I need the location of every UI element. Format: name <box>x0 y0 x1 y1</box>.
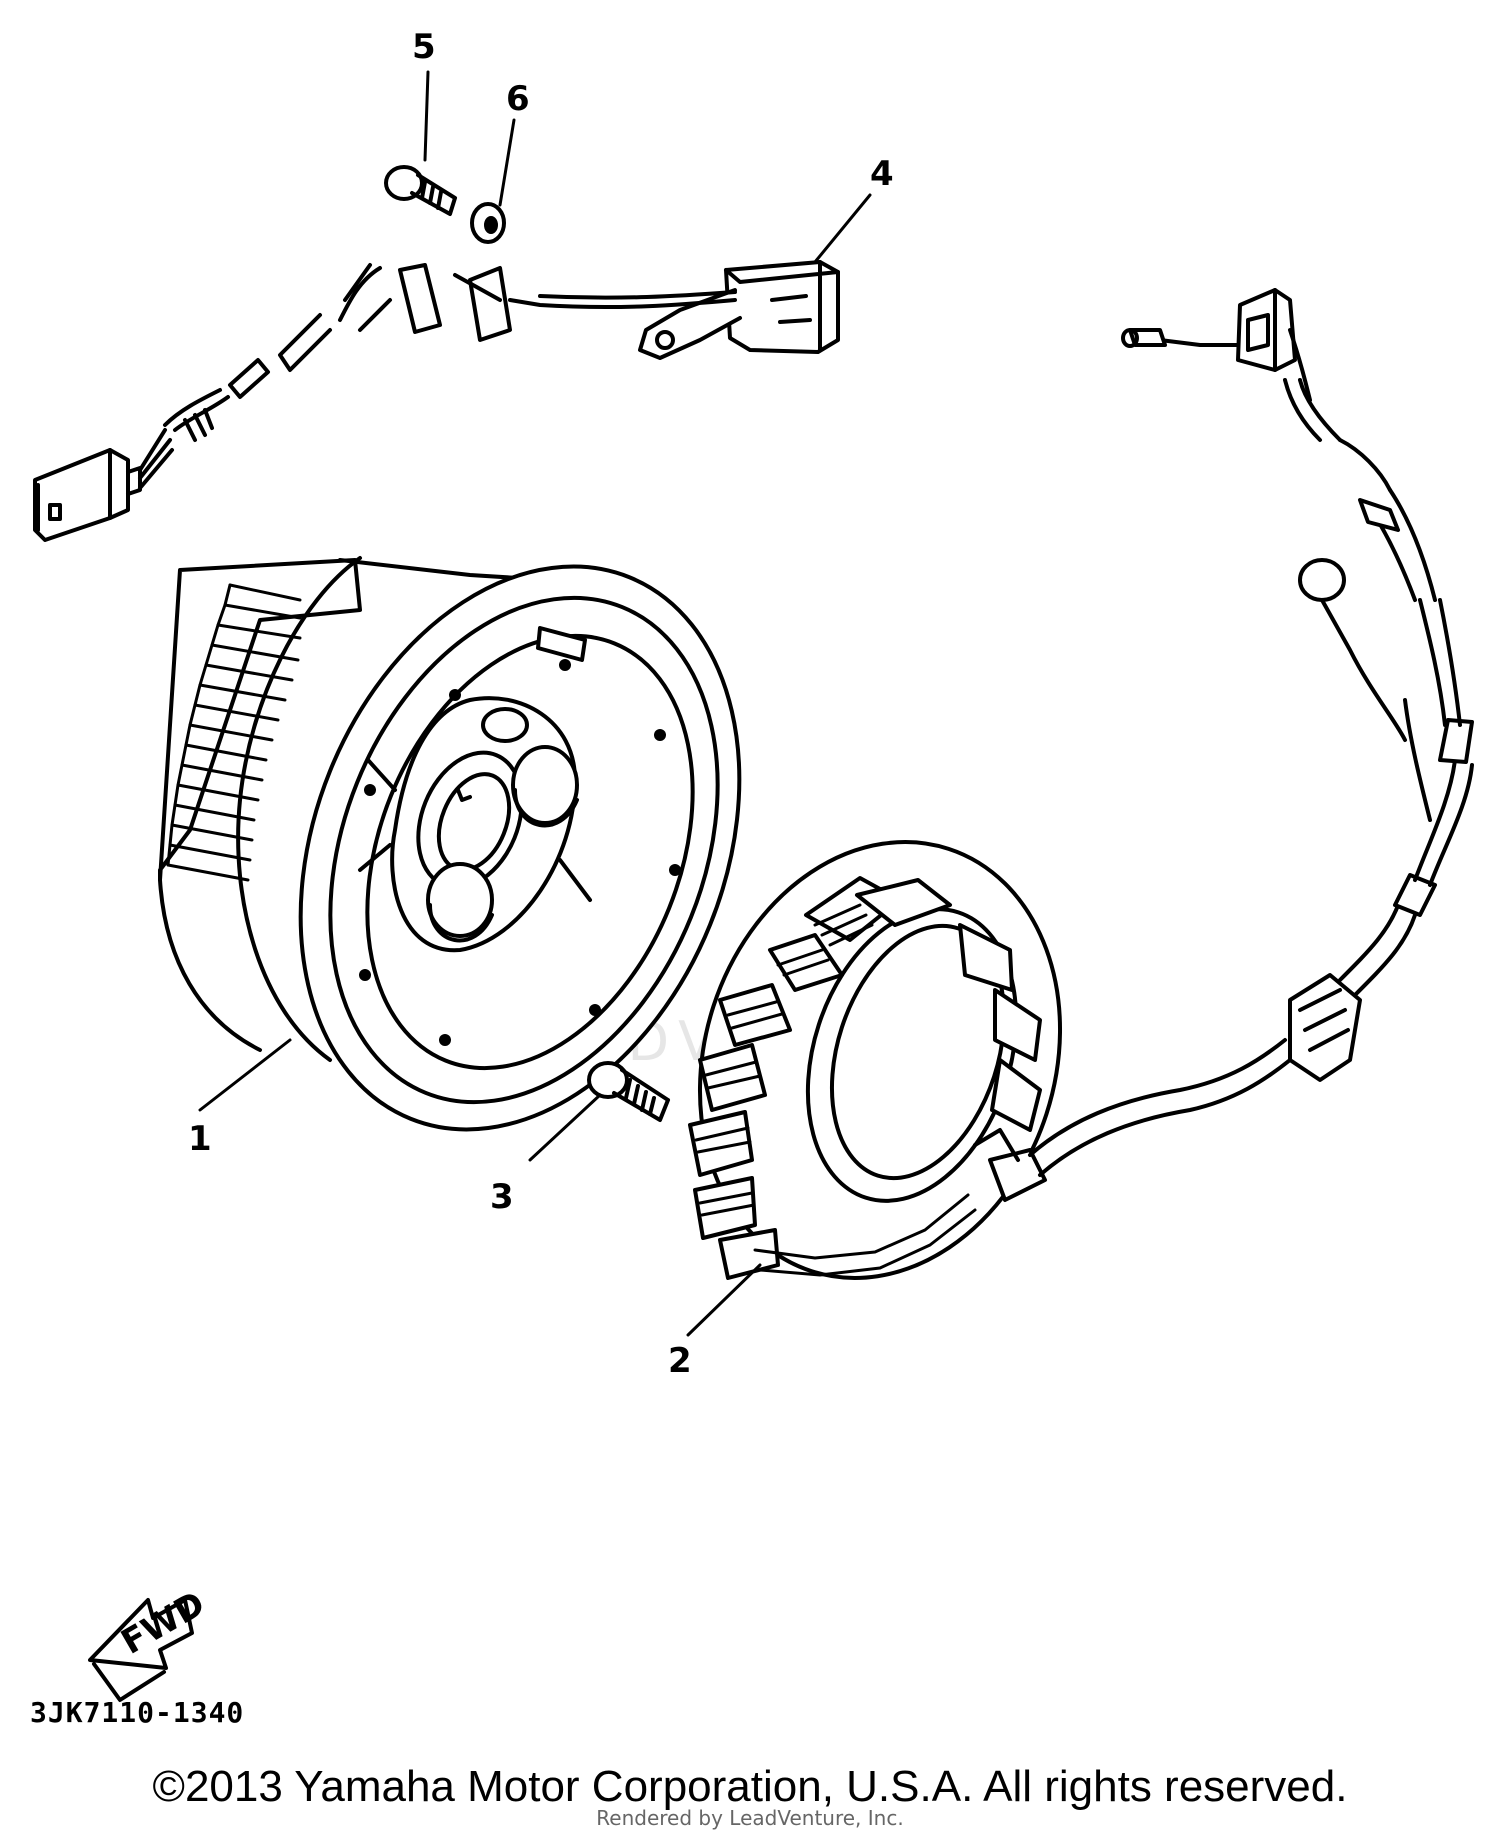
drawing-code: 3JK7110-1340 <box>30 1696 244 1729</box>
flywheel-rotor-part-1 <box>158 556 742 1132</box>
callout-6: 6 <box>506 79 530 119</box>
callout-4: 4 <box>870 154 894 194</box>
callout-1: 1 <box>188 1119 212 1159</box>
callout-3: 3 <box>490 1177 514 1217</box>
washer-part-6 <box>470 202 506 244</box>
bolt-part-5 <box>384 165 457 216</box>
copyright-notice: ©2013 Yamaha Motor Corporation, U.S.A. A… <box>152 1762 1348 1811</box>
leader-lines <box>198 70 872 1337</box>
stator-harness <box>1028 288 1474 1177</box>
fwd-arrow <box>88 1598 194 1702</box>
rendered-by-note: Rendered by LeadVenture, Inc. <box>596 1806 904 1830</box>
stator-part-2 <box>688 840 1063 1280</box>
screw-part-3 <box>587 1061 670 1122</box>
fwd-label: FWD <box>115 1584 212 1663</box>
callout-5: 5 <box>412 27 436 67</box>
pulser-coil-part-4 <box>33 260 840 542</box>
callout-2: 2 <box>668 1341 692 1381</box>
